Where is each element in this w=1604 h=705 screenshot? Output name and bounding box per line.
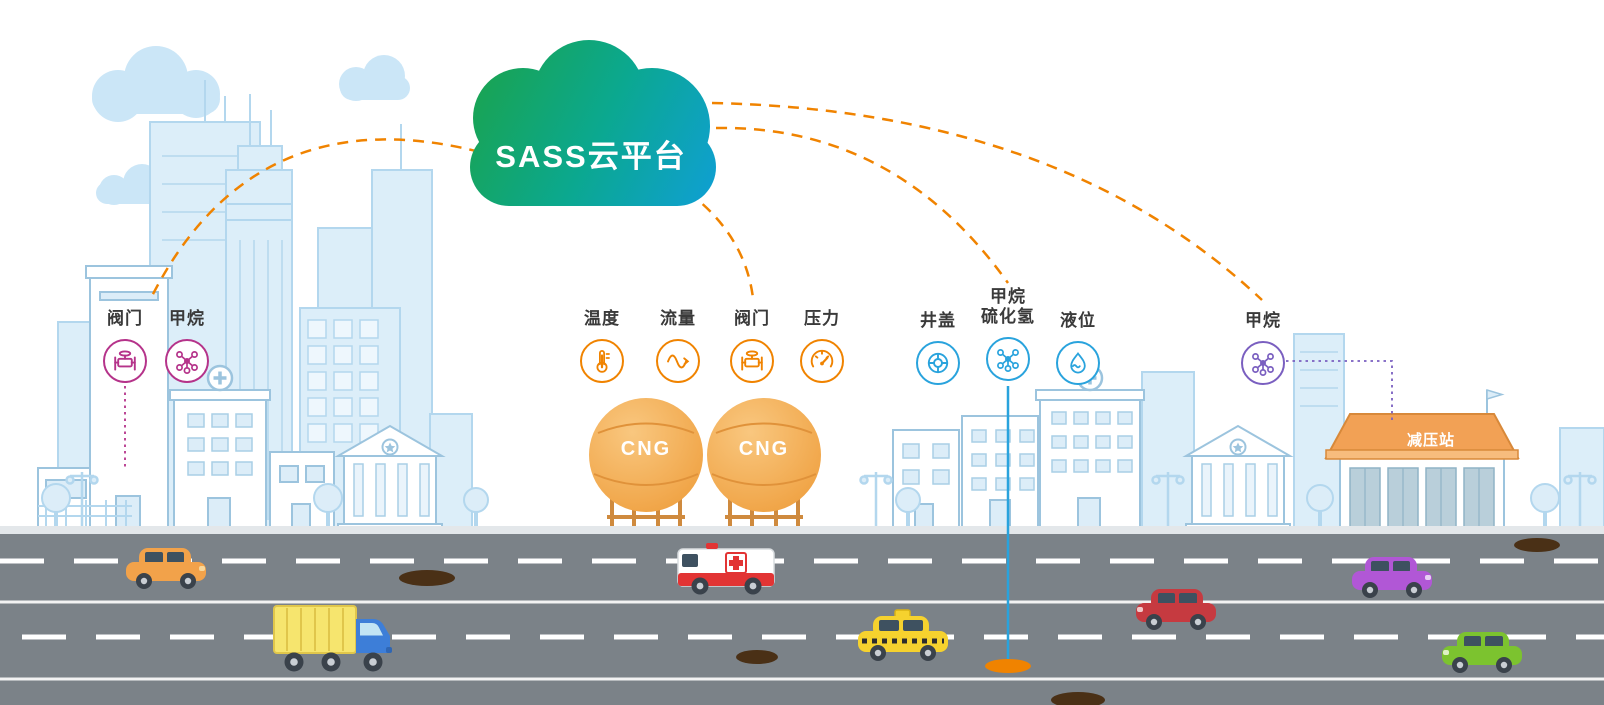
sensor-methane-station: 甲烷 bbox=[1241, 311, 1285, 385]
sensor-methane-city: 甲烷 bbox=[165, 309, 209, 383]
pressure-station-building bbox=[1324, 388, 1520, 531]
car-red bbox=[1136, 589, 1216, 630]
sensor-label: 阀门 bbox=[734, 309, 770, 328]
molecule-icon bbox=[1241, 341, 1285, 385]
molecule-icon bbox=[165, 339, 209, 383]
gauge-icon bbox=[800, 339, 844, 383]
sass-cloud bbox=[470, 40, 716, 206]
sensor-manhole-cover: 井盖 bbox=[916, 311, 960, 385]
sensor-label: 甲烷 bbox=[990, 287, 1026, 306]
sensor-label: 硫化氢 bbox=[981, 307, 1035, 326]
manhole-icon bbox=[916, 341, 960, 385]
trees-and-lamps bbox=[41, 472, 1597, 530]
sensor-label: 流量 bbox=[660, 309, 696, 328]
vehicles bbox=[126, 543, 1522, 673]
sensor-temperature: 温度 bbox=[580, 309, 624, 383]
valve-icon bbox=[103, 339, 147, 383]
sensor-label: 压力 bbox=[804, 309, 840, 328]
flow-icon bbox=[656, 339, 700, 383]
sensor-valve-cng: 阀门 bbox=[730, 309, 774, 383]
level-icon bbox=[1056, 341, 1100, 385]
left-buildings bbox=[37, 265, 446, 532]
sensor-label: 井盖 bbox=[920, 311, 956, 330]
sensor-label: 阀门 bbox=[107, 309, 143, 328]
car-orange bbox=[126, 548, 206, 589]
ambulance bbox=[677, 543, 775, 595]
sensor-label: 甲烷 bbox=[1245, 311, 1281, 330]
sky-clouds bbox=[92, 46, 410, 205]
pressure-station-label: 减压站 bbox=[1406, 432, 1456, 449]
road bbox=[0, 526, 1604, 705]
sensor-pressure: 压力 bbox=[800, 309, 844, 383]
cloud-platform-title: SASS云平台 bbox=[495, 139, 687, 174]
car-purple bbox=[1352, 557, 1432, 598]
sensor-label: 温度 bbox=[584, 309, 620, 328]
sensor-valve-city: 阀门 bbox=[103, 309, 147, 383]
cloud-connection-lines bbox=[150, 101, 1263, 301]
taxi bbox=[858, 609, 948, 661]
molecule-icon bbox=[986, 337, 1030, 381]
sensor-label: 液位 bbox=[1060, 311, 1096, 330]
thermometer-icon bbox=[580, 339, 624, 383]
truck bbox=[273, 605, 392, 672]
manhole-covers bbox=[399, 538, 1560, 705]
cng-tanks bbox=[589, 398, 821, 529]
tank-label-2: CNG bbox=[738, 438, 790, 460]
car-green bbox=[1442, 632, 1522, 673]
sensor-label: 甲烷 bbox=[169, 309, 205, 328]
sensor-liquid-level: 液位 bbox=[1056, 311, 1100, 385]
tank-label-1: CNG bbox=[620, 438, 672, 460]
sensor-drop-lines bbox=[124, 360, 1393, 673]
right-buildings bbox=[892, 364, 1294, 532]
valve-icon bbox=[730, 339, 774, 383]
sensor-flow: 流量 bbox=[656, 309, 700, 383]
sensor-methane-h2s: 甲烷 硫化氢 bbox=[981, 287, 1035, 381]
